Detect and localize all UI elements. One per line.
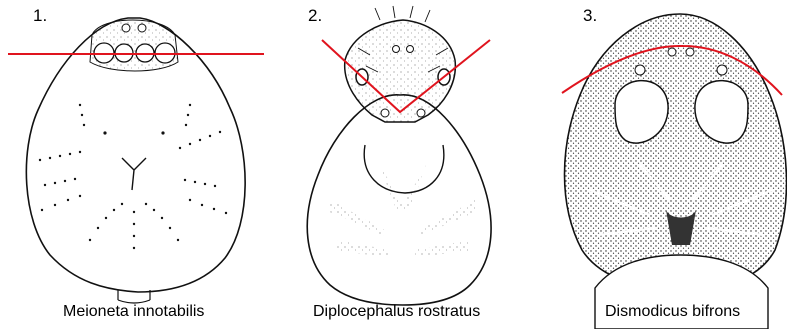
panel-number-2: 2. — [308, 6, 322, 26]
radial-striae-2 — [330, 165, 475, 256]
panel-number-1: 1. — [33, 6, 47, 26]
caption-3: Dismodicus bifrons — [605, 303, 740, 321]
carapace-1 — [26, 18, 245, 303]
caption-1: Meioneta innotabilis — [63, 303, 204, 321]
caption-2: Diplocephalus rostratus — [313, 303, 480, 321]
eye-cluster-1 — [90, 20, 178, 71]
carapace-3 — [565, 14, 787, 329]
panel-number-3: 3. — [583, 6, 597, 26]
fovea-1 — [122, 158, 146, 190]
